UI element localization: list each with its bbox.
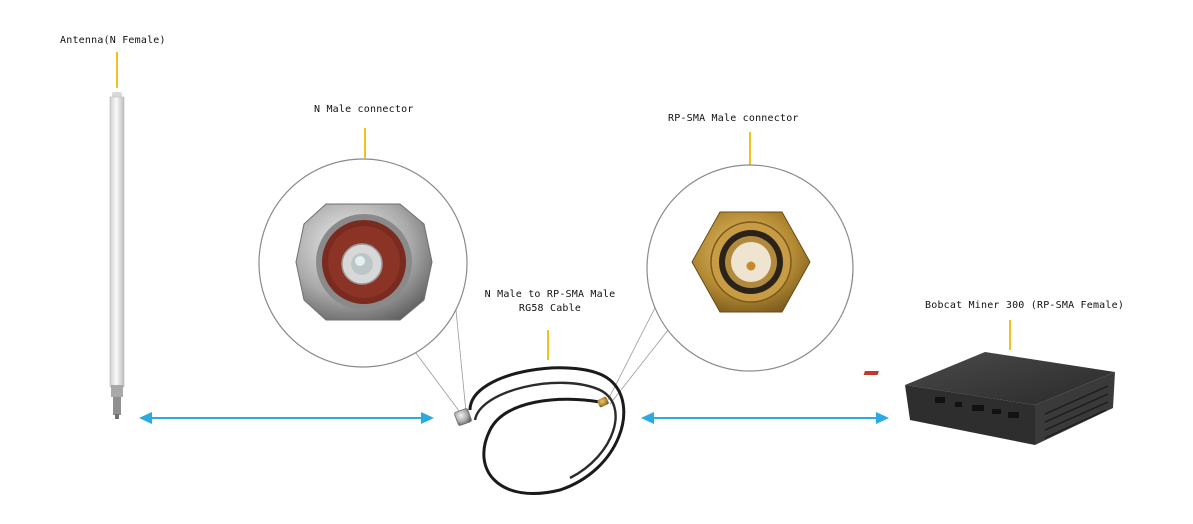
antenna-base: [111, 385, 123, 397]
arrow-antenna-to-cable: [139, 412, 434, 424]
miner-logo-mark: [863, 371, 879, 375]
n-male-connector-zoom: [258, 128, 468, 416]
cable-loop-2: [473, 381, 617, 480]
antenna-label: Antenna(N Female): [60, 35, 166, 46]
cable-label-line1: N Male to RP-SMA Male: [484, 289, 616, 300]
n-male-callout-line-2: [454, 299, 467, 413]
arrow-cable-to-miner: [641, 412, 889, 424]
cable-n-male-end: [454, 408, 472, 426]
rp-sma-center-socket: [746, 261, 756, 271]
miner-top: [905, 352, 1115, 405]
miner-vents: [1044, 385, 1109, 439]
cable-loop-1: [468, 366, 626, 496]
rp-sma-connector-zoom: [607, 132, 854, 405]
n-male-callout-line-1: [409, 344, 463, 416]
antenna-n-female-connector: [113, 397, 121, 415]
bobcat-miner-image: [863, 320, 1115, 445]
rp-sma-male-connector-label: RP-SMA Male connector: [668, 113, 799, 124]
miner-ports: [935, 397, 1019, 418]
rg58-cable-image: [454, 330, 626, 496]
n-male-connector-label: N Male connector: [314, 104, 414, 115]
miner-label: Bobcat Miner 300 (RP-SMA Female): [925, 300, 1125, 311]
antenna-image: [109, 52, 125, 419]
cable-rp-sma-end: [597, 396, 609, 408]
antenna-tip: [112, 92, 122, 98]
n-male-pin-highlight: [355, 256, 365, 266]
antenna-radome: [109, 96, 125, 388]
cable-label-line2: RG58 Cable: [518, 303, 582, 314]
antenna-connector-pin: [115, 414, 119, 419]
rp-sma-callout-line-2: [607, 297, 661, 401]
